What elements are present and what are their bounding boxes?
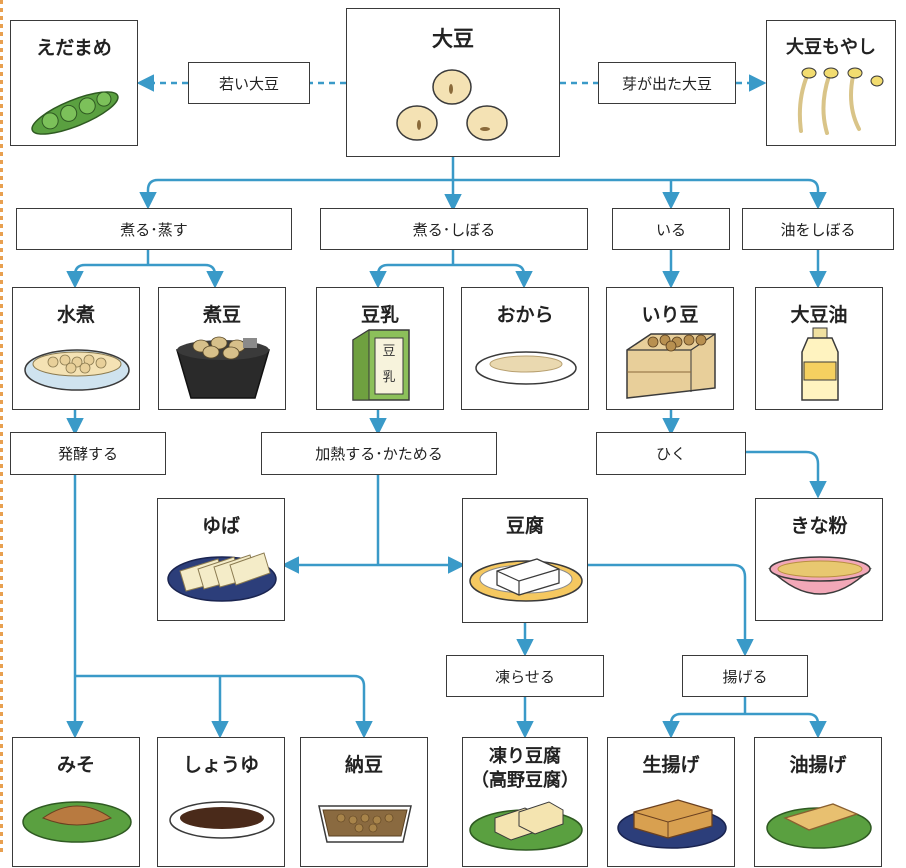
page-left-border [0, 0, 3, 855]
node-title: 大豆油 [790, 304, 848, 326]
node-title: きな粉 [790, 515, 848, 537]
node-title: 煮豆 [202, 304, 241, 326]
tofu-plate-icon [469, 558, 583, 602]
edge-daizu-branch-bar [146, 178, 827, 210]
node-tonyu: 豆乳 豆 乳 [316, 287, 444, 410]
miso-plate-icon [22, 801, 132, 843]
natto-pack-icon [318, 805, 412, 843]
node-natto: 納豆 [300, 737, 428, 867]
roasted-beans-masu-icon [626, 333, 716, 399]
edge-hakko-natto [75, 674, 373, 739]
yuba-plate-icon [167, 552, 277, 602]
boiled-beans-icon [24, 349, 130, 391]
kinako-bowl-icon [768, 556, 872, 595]
node-moyashi: 大豆もやし [766, 20, 896, 146]
soymilk-pack-icon [352, 329, 410, 401]
node-title: おから [496, 304, 554, 326]
process-niru-musu: 煮る･蒸す [16, 208, 292, 250]
process-ageru: 揚げる [682, 655, 808, 697]
node-title: えだまめ [36, 37, 112, 59]
node-tofu: 豆腐 [462, 498, 588, 623]
node-title: いり豆 [641, 304, 699, 326]
edge-niru-musu-split [73, 263, 224, 289]
node-mizuni: 水煮 [12, 287, 140, 410]
node-miso: みそ [12, 737, 140, 867]
node-nimame: 煮豆 [158, 287, 286, 410]
node-daizu: 大豆 [346, 8, 560, 157]
process-iru: いる [612, 208, 730, 250]
edge-hiku-kinako [746, 450, 827, 499]
pack-label-bottom: 乳 [382, 370, 396, 385]
node-aburaage: 油揚げ [754, 737, 882, 867]
node-title: 大豆もやし [786, 37, 876, 58]
edge-ageru-split [669, 712, 827, 739]
node-title: 凍り豆腐 [489, 746, 561, 767]
node-koridofu: 凍り豆腐 （高野豆腐） [462, 737, 588, 867]
node-title: 大豆 [432, 27, 474, 51]
aburaage-plate-icon [766, 803, 872, 849]
node-title: 生揚げ [642, 754, 700, 776]
process-niru-shiboru: 煮る･しぼる [320, 208, 588, 250]
koyadofu-plate-icon [469, 801, 583, 851]
node-subtitle: （高野豆腐） [471, 770, 579, 791]
node-title: 豆乳 [360, 304, 399, 326]
okara-plate-icon [475, 351, 577, 385]
node-kinako: きな粉 [755, 498, 883, 621]
node-yuba: ゆば [157, 498, 285, 621]
process-abura-shiboru: 油をしぼる [742, 208, 894, 250]
node-title: みそ [56, 754, 95, 776]
node-daizuyu: 大豆油 [755, 287, 883, 410]
node-okara: おから [461, 287, 589, 410]
edamame-icon [31, 91, 119, 135]
pack-label-top: 豆 [382, 344, 396, 359]
oil-bottle-icon [801, 327, 839, 401]
node-title: 納豆 [344, 754, 383, 776]
node-edamame: えだまめ [10, 20, 138, 146]
edge-niru-shiboru-split [376, 263, 533, 289]
soybeans-icon [396, 69, 508, 141]
edge-tofu-ageru [588, 563, 754, 657]
process-hakko: 発酵する [10, 432, 166, 475]
simmered-beans-icon [176, 336, 270, 399]
process-mega: 芽が出た大豆 [598, 62, 736, 104]
process-wakai: 若い大豆 [188, 62, 310, 104]
soy-sauce-dish-icon [169, 801, 275, 839]
process-kanetsu: 加熱する･かためる [261, 432, 497, 475]
process-koraseru: 凍らせる [446, 655, 604, 697]
node-title: しょうゆ [182, 754, 259, 776]
namaage-plate-icon [617, 799, 727, 849]
bean-sprouts-icon [797, 67, 884, 135]
node-namaage: 生揚げ [607, 737, 735, 867]
node-irimame: いり豆 [606, 287, 734, 410]
node-title: ゆば [201, 515, 240, 537]
node-title: 豆腐 [505, 515, 544, 537]
process-hiku: ひく [596, 432, 746, 475]
node-shoyu: しょうゆ [157, 737, 285, 867]
node-title: 油揚げ [789, 754, 847, 776]
node-title: 水煮 [56, 304, 95, 326]
